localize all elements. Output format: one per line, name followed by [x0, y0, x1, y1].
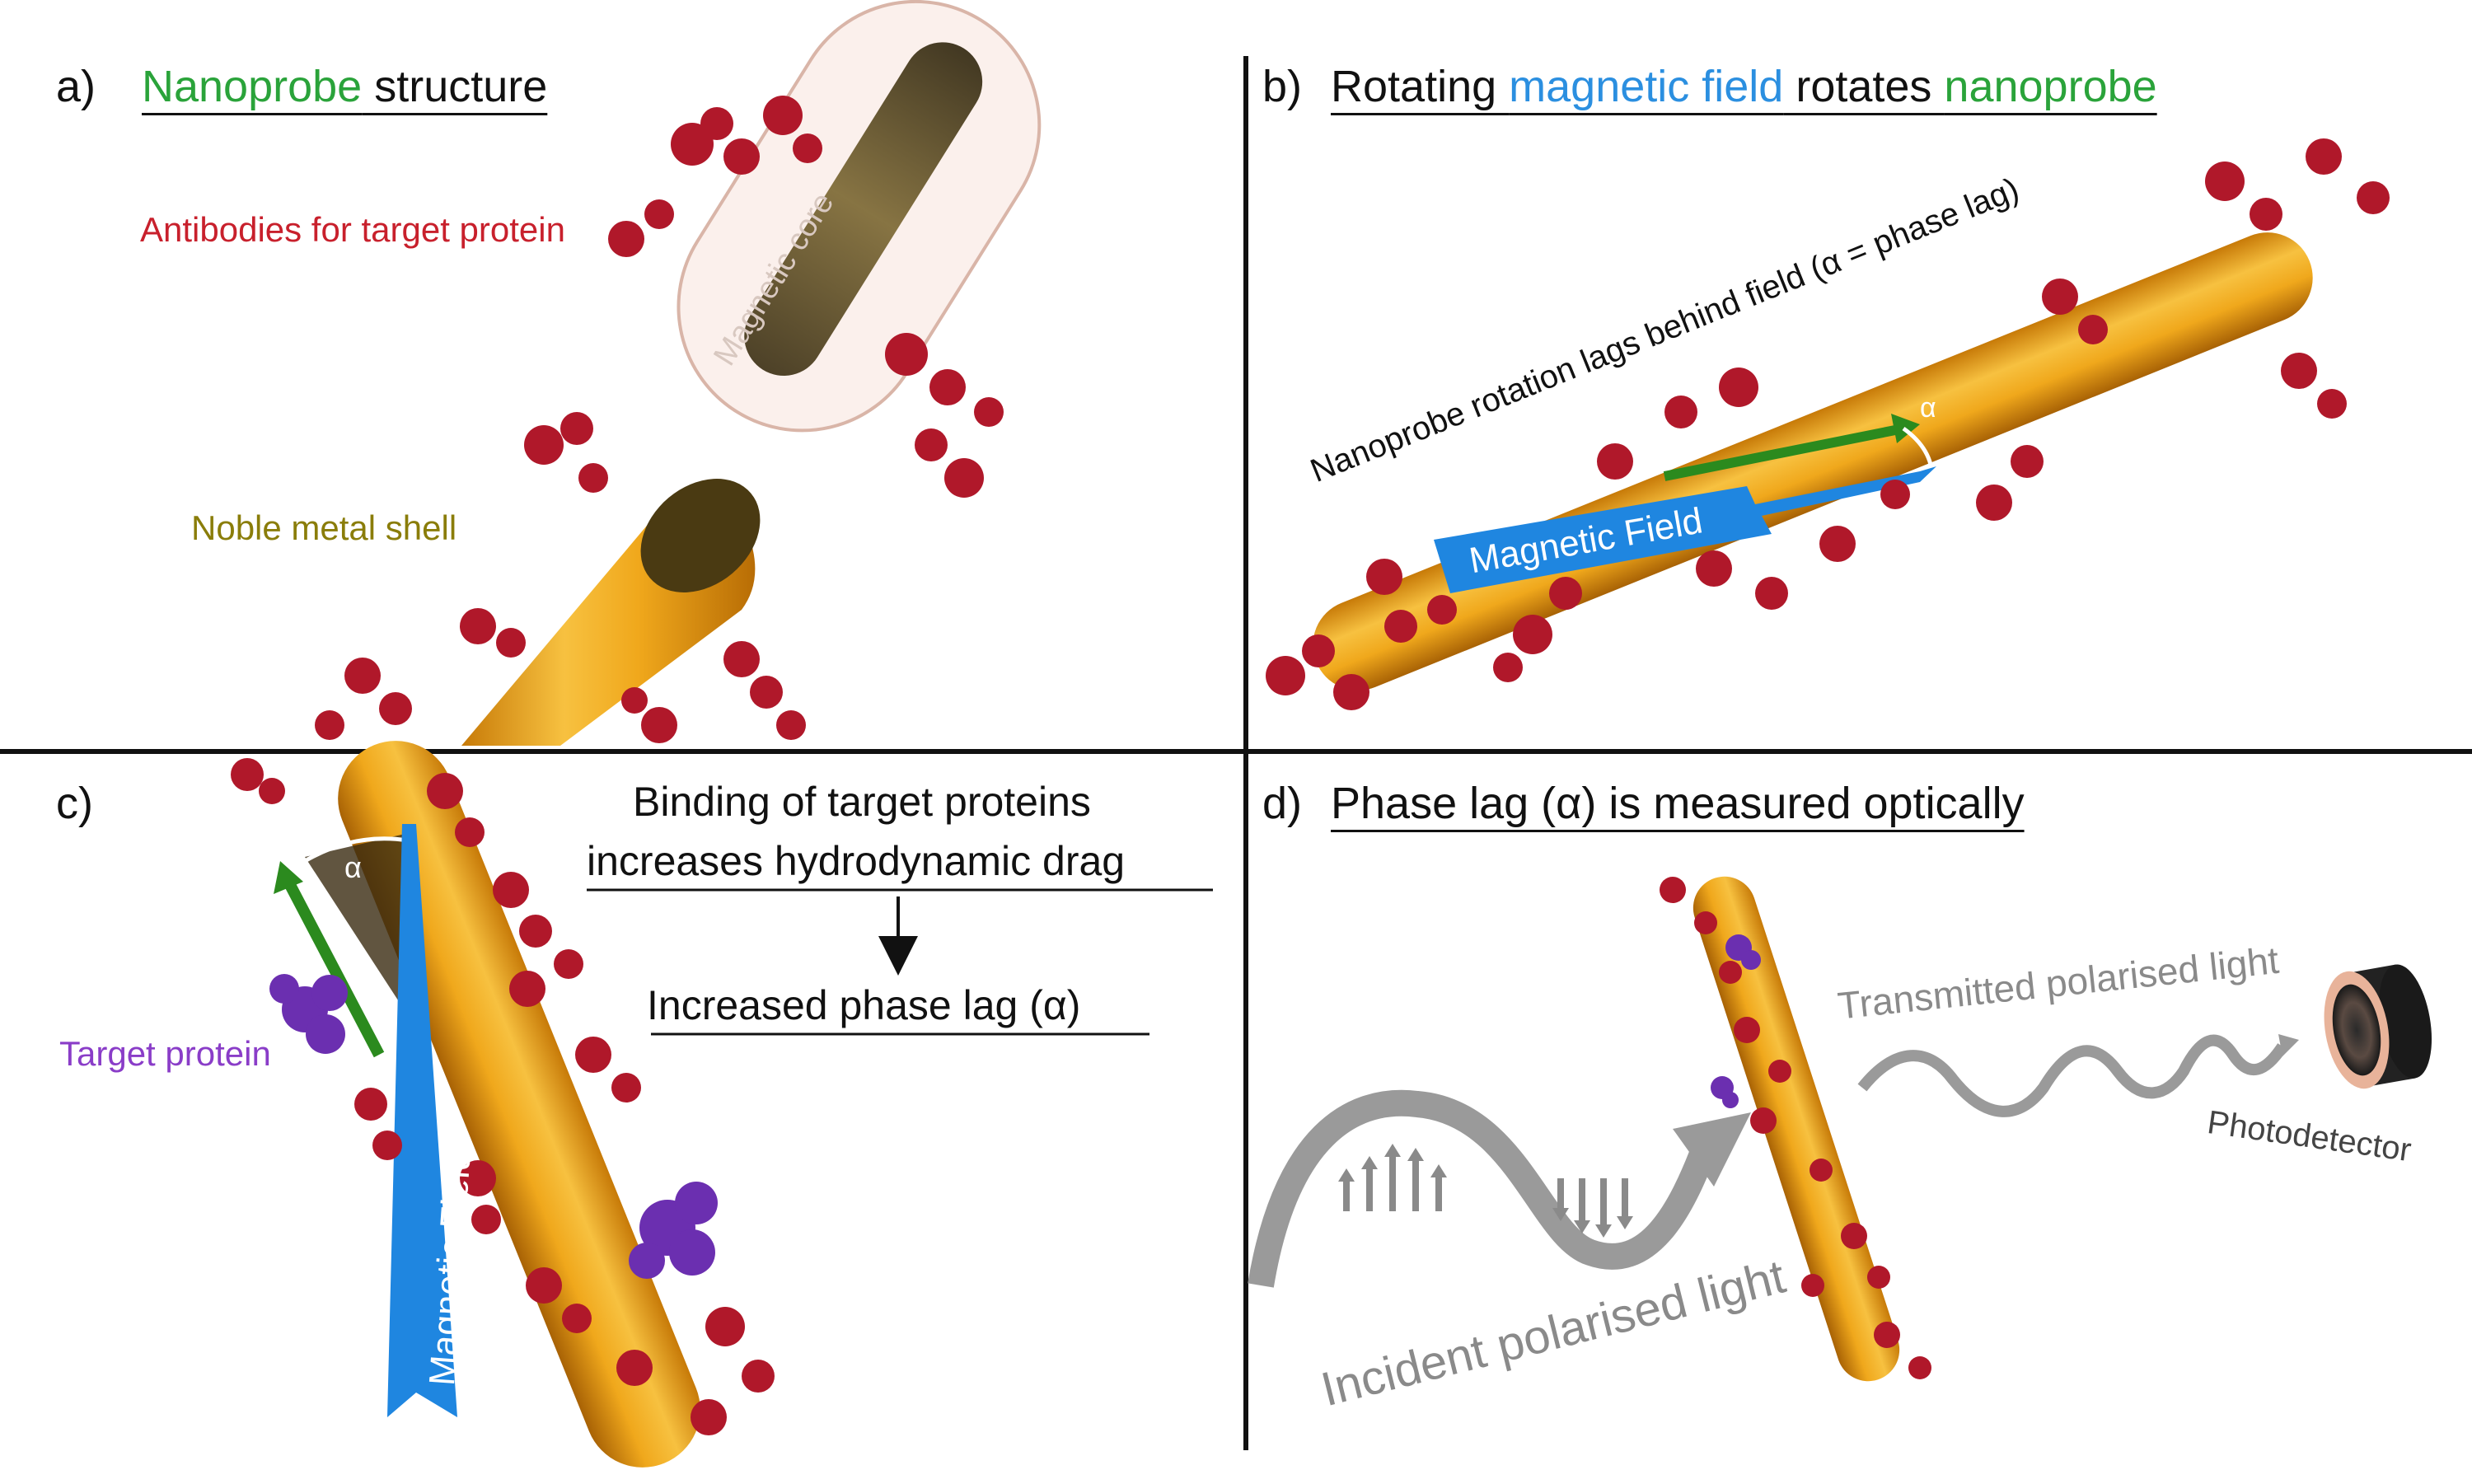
antibodies-group-c: [231, 758, 775, 1435]
phase-lag-wedge: [305, 832, 412, 1022]
panel-d-title-text: Phase lag (α) is measured optically: [1331, 779, 2025, 828]
panel-a-title: Nanoprobe structure: [142, 64, 547, 109]
phase-lag-arc-b: [1902, 426, 1935, 479]
panel-b-title: Rotating magnetic field rotates nanoprob…: [1331, 64, 2157, 109]
nanoprobe-rod-b: [1313, 232, 2313, 691]
panel-b-title-part-3: rotates: [1783, 62, 1945, 111]
incident-wave-head: [1673, 1112, 1751, 1187]
phase-lag-arc-c: [303, 836, 409, 864]
panel-d-title: Phase lag (α) is measured optically: [1331, 781, 2025, 826]
panel-b-title-part-1: Rotating: [1331, 62, 1510, 111]
probe-orientation-arrow: [1663, 424, 1905, 481]
panel-a-title-rest: structure: [362, 62, 548, 111]
label-alpha-b: α: [1920, 392, 1936, 424]
panel-d-letter: d): [1262, 779, 1303, 828]
antibodies-group-b: [1266, 138, 2390, 710]
panel-a-letter: a): [56, 62, 96, 111]
panel-b-title-nanoprobe: nanoprobe: [1944, 62, 2157, 111]
transmitted-wave-head: [2278, 1034, 2299, 1056]
panel-b-title-field: magnetic field: [1509, 62, 1784, 111]
label-target-protein: Target protein: [59, 1034, 271, 1073]
label-binding-line-1: Binding of target proteins: [633, 779, 1091, 825]
probe-orientation-arrow-c: [283, 878, 385, 1058]
transmitted-wave: [1857, 1034, 2287, 1117]
panel-c-binding-illustration: [231, 741, 1213, 1468]
magnetic-field-arrow-c: [387, 824, 457, 1417]
nanoprobe-rod-c: [338, 741, 700, 1468]
probe-arrow-head-c: [274, 861, 303, 894]
antibodies-group: [315, 96, 1004, 743]
label-binding-line-2: increases hydrodynamic drag: [587, 838, 1126, 884]
nanoprobe-rod-d: [1692, 876, 1900, 1382]
shell-opening: [640, 479, 761, 592]
panel-a-nanoprobe-illustration: [315, 0, 1042, 746]
panel-b-letter: b): [1262, 62, 1303, 111]
antibodies-group-d: [1660, 877, 1931, 1379]
incident-down-arrows: [1552, 1178, 1633, 1238]
target-proteins-c: [269, 974, 718, 1279]
panel-b-rotation-illustration: [1266, 138, 2390, 710]
magnetic-core: [744, 42, 983, 377]
label-increased-phase-lag: Increased phase lag (α): [647, 982, 1081, 1028]
panel-d-optical-illustration: [1248, 876, 2432, 1382]
label-noble-metal-shell: Noble metal shell: [191, 508, 457, 547]
label-antibodies: Antibodies for target protein: [140, 210, 565, 249]
panel-a-title-highlight: Nanoprobe: [142, 62, 363, 111]
panel-c-letter: c): [56, 779, 93, 828]
incident-wave: [1248, 1089, 1718, 1288]
magnetic-field-arrow-b: [1434, 466, 1936, 593]
incident-up-arrows: [1338, 1144, 1447, 1211]
photodetector-device: [2324, 964, 2432, 1089]
label-alpha-c: α: [344, 850, 362, 884]
target-proteins-d: [1711, 934, 1761, 1108]
